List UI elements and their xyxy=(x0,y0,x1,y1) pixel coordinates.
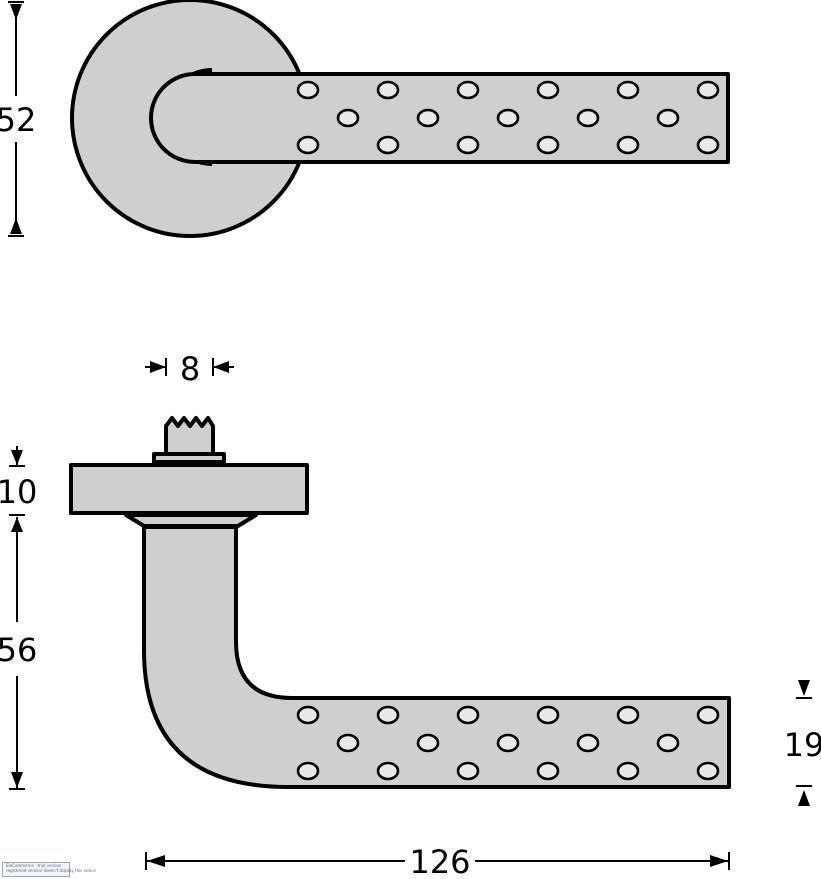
rose-thickness-label: 10 xyxy=(0,473,37,511)
rose-height-dimension: 52 xyxy=(0,1,36,237)
stud-dot xyxy=(416,733,440,753)
stud-dot xyxy=(376,135,400,155)
stud-dot xyxy=(696,80,720,100)
spindle-width-dimension: 8 xyxy=(145,350,234,388)
stud-dot xyxy=(376,761,400,781)
rose-plate xyxy=(69,463,309,515)
spindle xyxy=(152,416,226,464)
lever-height-dimension: 56 xyxy=(0,517,37,790)
stud-dot xyxy=(616,705,640,725)
rose-height-label: 52 xyxy=(0,101,36,139)
stud-dot xyxy=(496,733,520,753)
stud-dot xyxy=(496,108,520,128)
grip-height-label: 19 xyxy=(784,726,821,764)
stud-dot xyxy=(616,135,640,155)
stud-dot xyxy=(656,733,680,753)
lever-length-label: 126 xyxy=(409,843,470,879)
stud-dot xyxy=(616,80,640,100)
spindle-width-label: 8 xyxy=(180,350,200,388)
stud-dot xyxy=(456,761,480,781)
top-lever-grip xyxy=(149,72,730,164)
side-lever-body xyxy=(142,525,731,789)
stud-dot xyxy=(296,761,320,781)
stud-dot xyxy=(536,705,560,725)
stud-dot xyxy=(296,705,320,725)
stud-dot xyxy=(376,80,400,100)
top-view: 52 xyxy=(0,0,730,238)
watermark-brand: EleCommerce · trial version xyxy=(6,863,62,868)
grip-height-dimension: 19 xyxy=(784,680,821,806)
stud-dot xyxy=(616,761,640,781)
stud-dot xyxy=(296,135,320,155)
side-stud-pattern xyxy=(296,705,720,781)
stud-dot xyxy=(336,108,360,128)
stud-dot xyxy=(696,761,720,781)
stud-dot xyxy=(456,705,480,725)
stud-dot xyxy=(536,761,560,781)
stud-dot xyxy=(696,705,720,725)
stud-dot xyxy=(376,705,400,725)
stud-dot xyxy=(416,108,440,128)
stud-dot xyxy=(656,108,680,128)
lever-height-label: 56 xyxy=(0,631,37,669)
top-stud-pattern xyxy=(296,80,720,155)
stud-dot xyxy=(696,135,720,155)
stud-dot xyxy=(456,80,480,100)
stud-dot xyxy=(576,108,600,128)
side-view: 8 10 56 19 xyxy=(0,350,821,879)
trial-watermark: EleCommerce · trial version registered v… xyxy=(2,862,96,877)
stud-dot xyxy=(296,80,320,100)
stud-dot xyxy=(536,135,560,155)
stud-dot xyxy=(456,135,480,155)
rose-thickness-dimension: 10 xyxy=(0,446,37,516)
stud-dot xyxy=(336,733,360,753)
watermark-note: registered version doesn't display this … xyxy=(6,868,96,873)
lever-length-dimension: 126 xyxy=(145,843,730,879)
stud-dot xyxy=(576,733,600,753)
stud-dot xyxy=(536,80,560,100)
rose-neck xyxy=(124,513,258,528)
